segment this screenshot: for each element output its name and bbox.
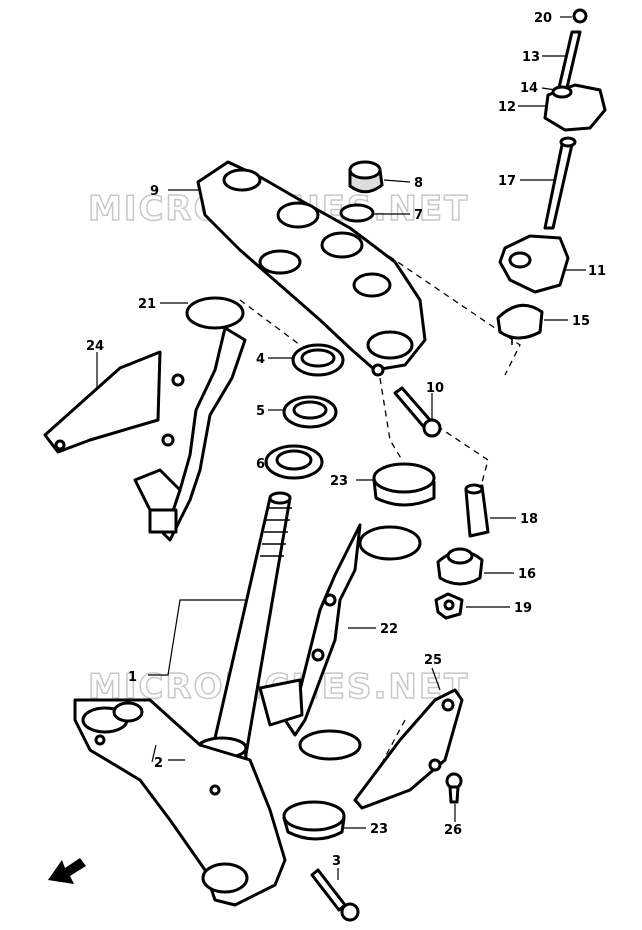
label-25: 25 bbox=[424, 653, 442, 668]
handlebar-holder-upper bbox=[543, 8, 607, 132]
label-23: 23 bbox=[330, 474, 348, 489]
handlebar-holder-lower bbox=[498, 234, 570, 294]
label-21: 21 bbox=[138, 297, 156, 312]
label-1: 1 bbox=[128, 670, 137, 685]
label-15: 15 bbox=[572, 314, 590, 329]
label-26: 26 bbox=[444, 823, 462, 838]
label-4: 4 bbox=[256, 352, 265, 367]
cushion bbox=[436, 547, 484, 586]
label-6: 6 bbox=[256, 457, 265, 472]
right-reflector-bracket bbox=[353, 688, 464, 810]
label-19: 19 bbox=[514, 601, 532, 616]
right-headlight-bracket bbox=[258, 523, 422, 761]
label-8: 8 bbox=[414, 176, 423, 191]
stem-cap bbox=[348, 160, 384, 194]
left-headlight-bracket bbox=[133, 296, 247, 542]
label-5: 5 bbox=[256, 404, 265, 419]
label-22: 22 bbox=[380, 622, 398, 637]
grommet-lower bbox=[282, 800, 346, 841]
upper-bracket bbox=[196, 160, 427, 377]
part-labels: 1 2 2 3 4 5 6 7 8 9 10 11 12 13 14 15 16… bbox=[86, 11, 606, 869]
label-18: 18 bbox=[520, 512, 538, 527]
nut bbox=[434, 592, 464, 620]
left-reflector-bracket bbox=[43, 350, 162, 454]
label-16: 16 bbox=[518, 567, 536, 582]
handlebar-bolt bbox=[543, 136, 577, 230]
spacer bbox=[464, 483, 490, 538]
bearing-race bbox=[291, 343, 345, 377]
label-10: 10 bbox=[426, 381, 444, 396]
label-2: 2 bbox=[154, 756, 163, 771]
bearing bbox=[282, 395, 338, 429]
arrow-down-left-icon bbox=[48, 858, 86, 884]
rubber-cushion bbox=[496, 303, 544, 345]
label-9: 9 bbox=[150, 184, 159, 199]
label-17: 17 bbox=[498, 174, 516, 189]
dust-seal bbox=[264, 444, 324, 480]
stem-clamp-bolt bbox=[310, 868, 360, 922]
label-24: 24 bbox=[86, 339, 104, 354]
leader-lines bbox=[96, 16, 586, 880]
label-13: 13 bbox=[522, 50, 540, 65]
label-14: 14 bbox=[520, 81, 538, 96]
label-23b: 23 bbox=[370, 822, 388, 837]
grommet-upper bbox=[372, 462, 436, 507]
steering-stem bbox=[73, 491, 292, 907]
label-3: 3 bbox=[332, 854, 341, 869]
label-12: 12 bbox=[498, 100, 516, 115]
reflector-bolt bbox=[445, 772, 463, 804]
label-20: 20 bbox=[534, 11, 552, 26]
label-11: 11 bbox=[588, 264, 606, 279]
label-7: 7 bbox=[414, 208, 423, 223]
washer bbox=[339, 203, 375, 223]
